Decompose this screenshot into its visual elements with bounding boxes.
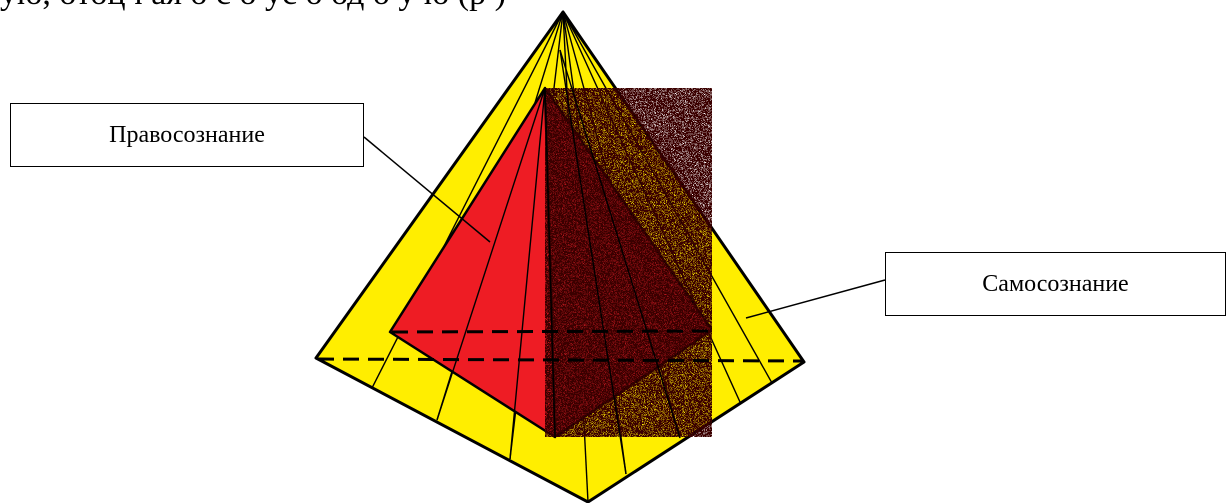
callout-line-right xyxy=(745,279,886,319)
inner-base-dashed-edge xyxy=(391,329,711,334)
label-legal-consciousness-text: Правосознание xyxy=(109,121,265,148)
page-header-text: ую, отоцч ая о с о ус о од о у ю (р ) xyxy=(0,0,506,14)
outer-base-dashed-edge xyxy=(317,357,803,363)
callout-line-left xyxy=(363,136,491,243)
label-self-consciousness-text: Самосознание xyxy=(982,270,1129,297)
label-legal-consciousness: Правосознание xyxy=(10,103,364,167)
inner-pyramid-lines xyxy=(436,49,681,475)
label-self-consciousness: Самосознание xyxy=(885,252,1226,316)
